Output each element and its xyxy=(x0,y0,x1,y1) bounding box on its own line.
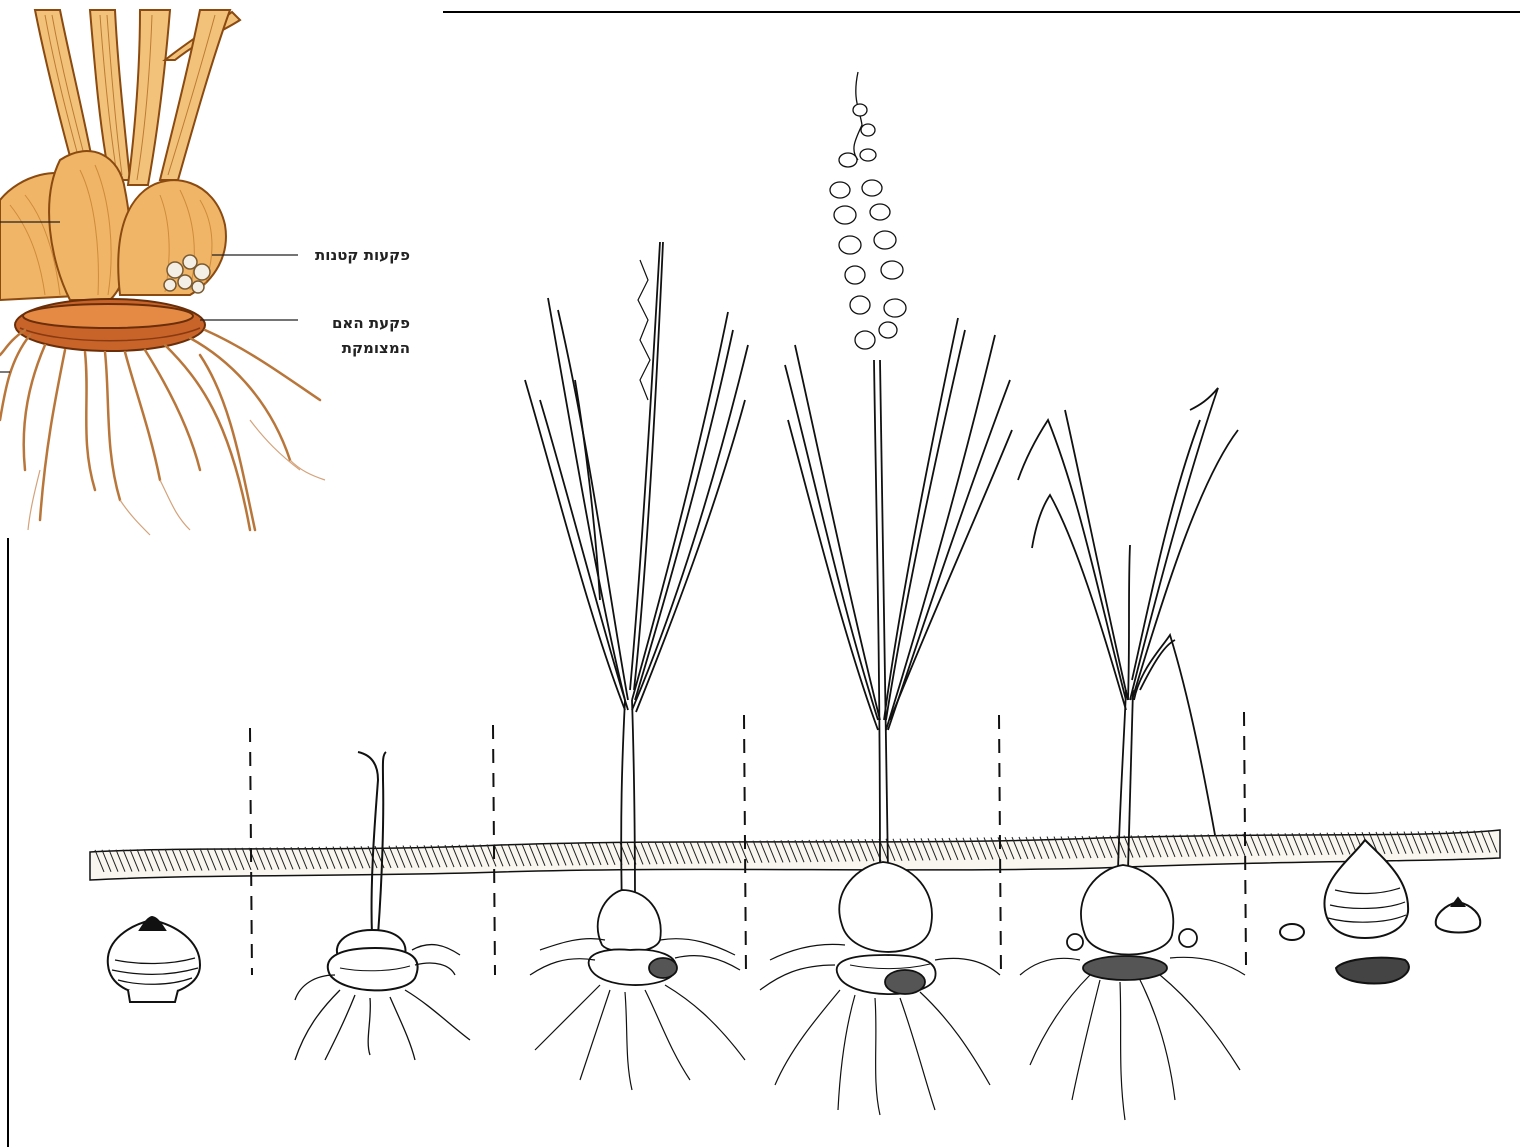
withering-roots xyxy=(1020,957,1245,1120)
stage-sprouting-corm xyxy=(295,752,470,1060)
stage-leafing-plant xyxy=(525,242,748,1090)
separator-3 xyxy=(744,715,746,975)
withering-leaves xyxy=(1018,388,1238,835)
label-mother-corm-line1: פקעת האם xyxy=(300,312,410,334)
inset-mother-corm xyxy=(15,299,205,351)
stage-dormant-corm xyxy=(108,917,200,1002)
separator-4 xyxy=(999,715,1001,975)
separator-1 xyxy=(250,728,252,975)
flowering-mother-corm xyxy=(885,970,925,994)
separator-5 xyxy=(1244,712,1246,965)
corm-inset-illustration xyxy=(0,10,325,535)
withering-mother-corm xyxy=(1083,956,1167,980)
soil-ground-line xyxy=(90,830,1500,880)
separator-2 xyxy=(493,725,495,975)
label-mother-corm-line2: המצומקת xyxy=(300,337,410,359)
stage-withering-plant xyxy=(1018,388,1245,1120)
leafing-mother-corm xyxy=(649,958,677,978)
flowering-leaves xyxy=(785,318,1012,730)
leafing-leaves xyxy=(525,242,748,712)
label-small-cormels: פקעות קטנות xyxy=(300,244,410,266)
flower-spike xyxy=(830,72,906,349)
stage-flowering-plant xyxy=(760,72,1012,1115)
inset-roots xyxy=(0,330,320,530)
